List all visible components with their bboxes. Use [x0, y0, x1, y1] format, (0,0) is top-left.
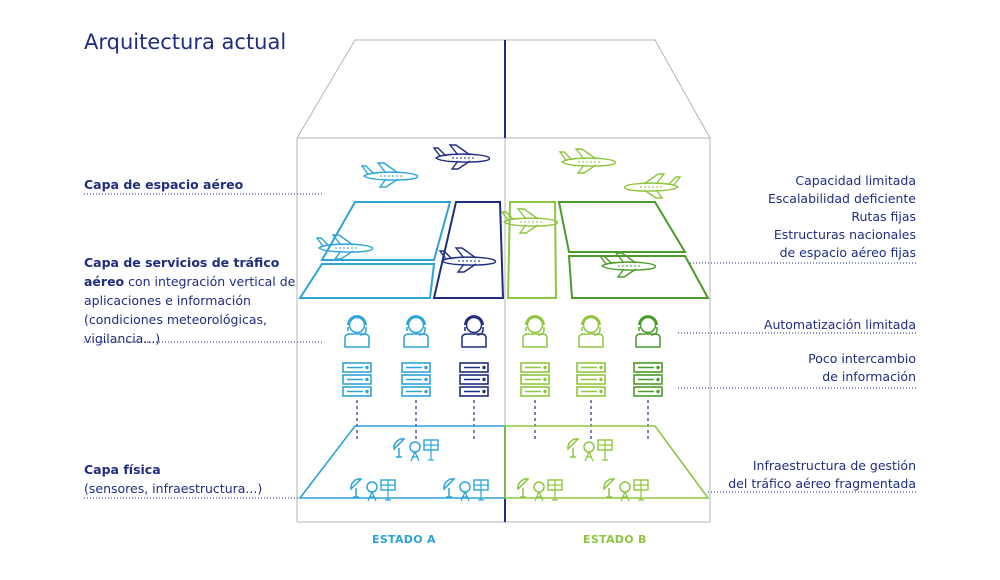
airspace-issue-line: Capacidad limitada: [795, 173, 916, 188]
server-rack-icon: [401, 362, 431, 397]
state-a-label: ESTADO A: [372, 533, 436, 546]
page-title: Arquitectura actual: [84, 30, 287, 54]
airspace-sector-b3: [567, 255, 710, 299]
ats-layer-title: Capa de servicios de tráfico aéreo: [84, 255, 280, 289]
headset-operator-icon: [344, 315, 370, 348]
information-exchange-label: Poco intercambio de información: [656, 350, 916, 386]
automation-line: Automatización limitada: [763, 317, 916, 332]
exchange-line: Poco intercambio: [808, 351, 916, 366]
radar-antenna-icon: [393, 438, 439, 462]
airspace-issue-line: Rutas fijas: [851, 209, 916, 224]
airspace-issue-line: de espacio aéreo fijas: [779, 245, 916, 260]
physical-layer-description: (sensores, infraestructura...): [84, 481, 263, 496]
airspace-layer-label: Capa de espacio aéreo: [84, 175, 243, 194]
infrastructure-line: del tráfico aéreo fragmentada: [728, 476, 916, 491]
server-rack-icon: [520, 362, 550, 397]
server-rack-icon: [342, 362, 372, 397]
airspace-sector-a3: [432, 201, 505, 299]
airspace-issues-label: Capacidad limitada Escalabilidad deficie…: [656, 172, 916, 262]
airspace-sector-b2: [557, 201, 687, 253]
airspace-sector-a1: [320, 201, 452, 261]
exchange-line: de información: [822, 369, 916, 384]
airplane-icon: [623, 173, 681, 199]
ats-layer-label: Capa de servicios de tráfico aéreo con i…: [84, 253, 299, 348]
headset-operator-icon: [461, 315, 487, 348]
infrastructure-line: Infraestructura de gestión: [752, 458, 916, 473]
airplane-icon: [559, 148, 617, 174]
radar-antenna-icon: [567, 438, 613, 462]
airplane-icon: [361, 162, 419, 188]
physical-layer-title: Capa física: [84, 462, 161, 477]
state-b-label: ESTADO B: [583, 533, 647, 546]
headset-operator-icon: [522, 315, 548, 348]
server-rack-icon: [633, 362, 663, 397]
headset-operator-icon: [578, 315, 604, 348]
roof-outline: [296, 39, 711, 139]
headset-operator-icon: [403, 315, 429, 348]
infrastructure-label: Infraestructura de gestión del tráfico a…: [656, 457, 916, 493]
airplane-icon: [433, 144, 491, 170]
physical-layer-label: Capa física (sensores, infraestructura..…: [84, 460, 299, 498]
server-rack-icon: [576, 362, 606, 397]
airspace-sector-a2: [298, 263, 436, 299]
physical-layer-b: [504, 425, 710, 499]
headset-operator-icon: [635, 315, 661, 348]
automation-label: Automatización limitada: [656, 316, 916, 334]
ats-layer-description: con integración vertical de aplicaciones…: [84, 274, 296, 346]
airspace-layer-title: Capa de espacio aéreo: [84, 177, 244, 192]
airplane-icon: [439, 247, 497, 273]
airspace-sector-b1: [506, 201, 558, 299]
airspace-issue-line: Estructuras nacionales: [773, 227, 916, 242]
airspace-issue-line: Escalabilidad deficiente: [768, 191, 916, 206]
server-rack-icon: [459, 362, 489, 397]
